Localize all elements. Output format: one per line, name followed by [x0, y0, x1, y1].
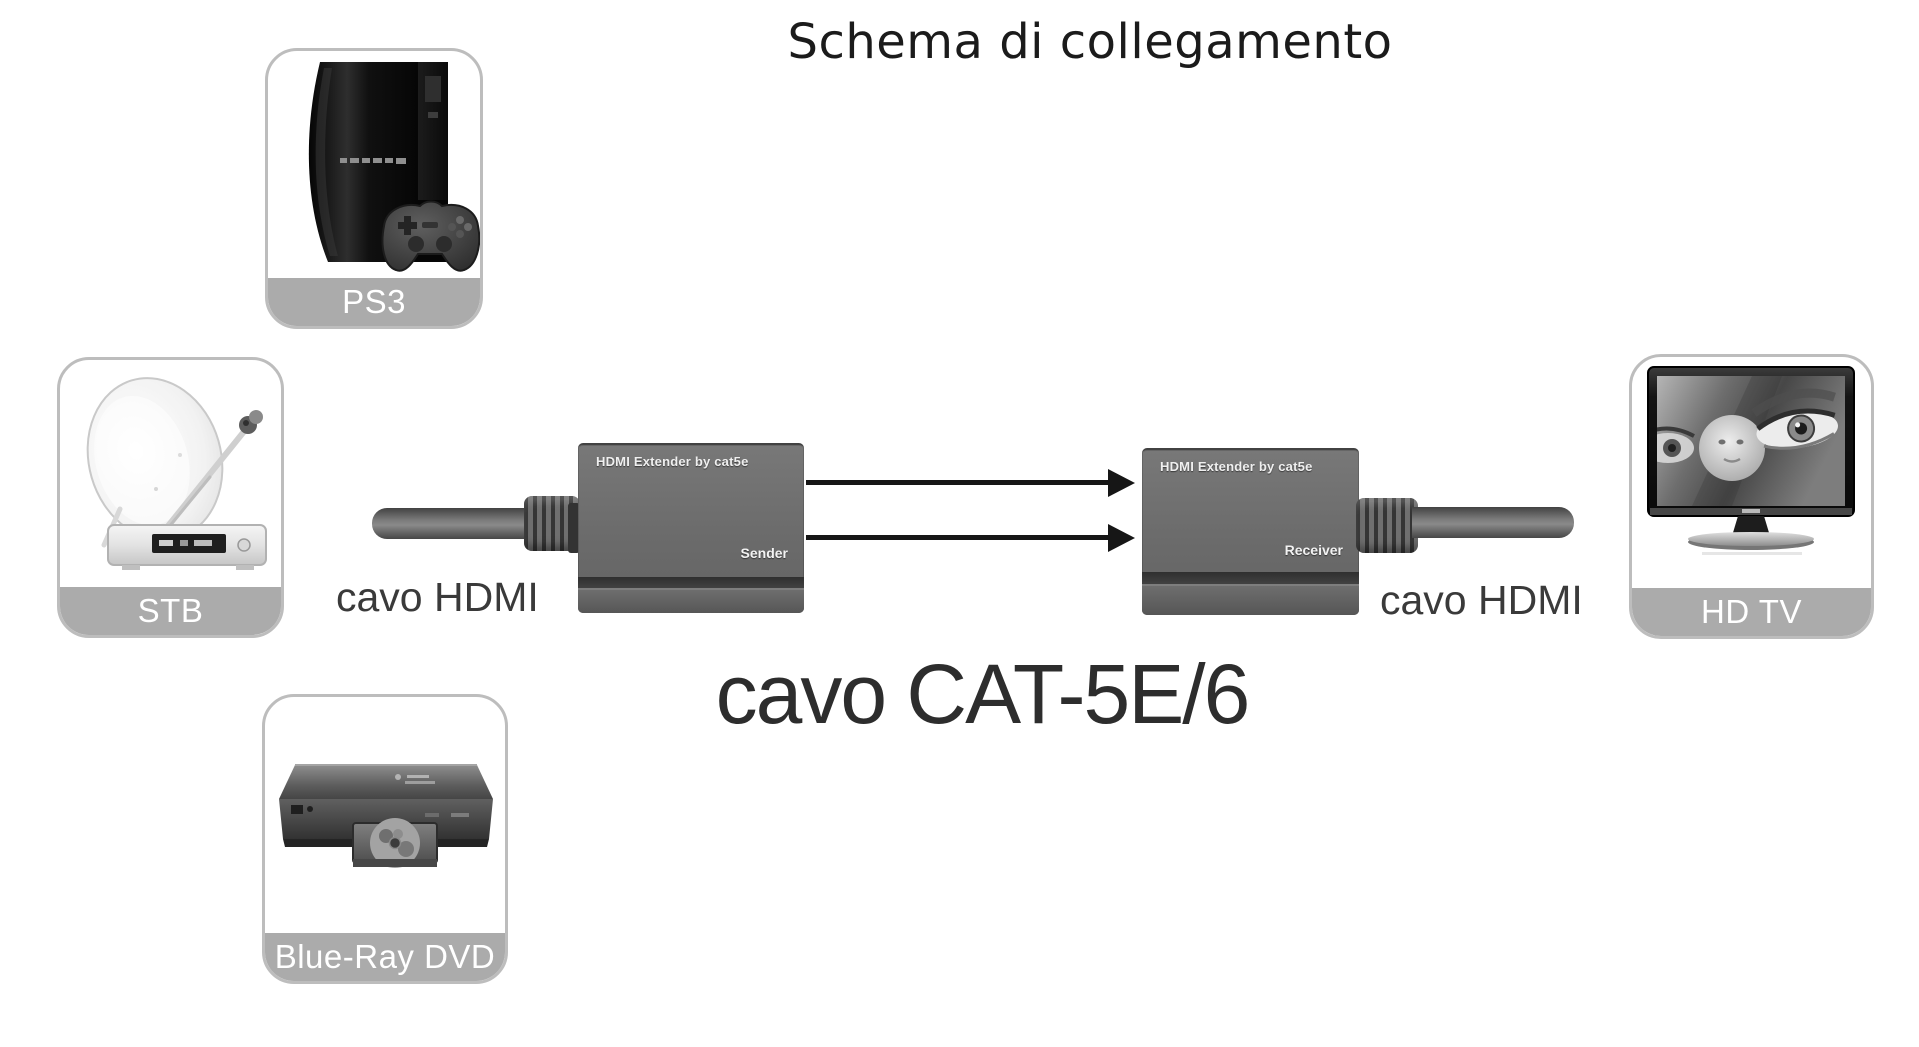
device-card-bluray: Blue-Ray DVD — [262, 694, 508, 984]
receiver-groove — [1142, 572, 1359, 586]
hdmi-cable-left — [372, 508, 530, 539]
device-card-ps3: PS3 — [265, 48, 483, 329]
device-card-stb: STB — [57, 357, 284, 638]
sender-model-label: HDMI Extender by cat5e — [596, 454, 749, 469]
sender-role-label: Sender — [740, 545, 788, 561]
receiver-extender-box: HDMI Extender by cat5e Receiver — [1142, 448, 1359, 615]
ps3-console-icon — [308, 61, 480, 272]
stb-label: STB — [60, 587, 281, 635]
hdmi-cable-right-strain-relief — [1356, 498, 1418, 553]
sender-extender-box: HDMI Extender by cat5e Sender — [578, 443, 804, 613]
bluray-label: Blue-Ray DVD — [265, 933, 505, 981]
device-card-hdtv: HD TV — [1629, 354, 1874, 639]
page-title: Schema di collegamento — [787, 14, 1393, 70]
receiver-model-label: HDMI Extender by cat5e — [1160, 459, 1313, 474]
hdmi-plug-sender — [568, 503, 580, 553]
receiver-role-label: Receiver — [1284, 542, 1343, 558]
satellite-dish-icon — [86, 376, 267, 570]
cat5-arrow-top-shaft — [806, 480, 1110, 485]
bluray-player-icon — [279, 764, 493, 868]
ps3-console-image — [268, 51, 480, 278]
cavo-cat5-label: cavo CAT-5E/6 — [715, 647, 1251, 741]
cavo-hdmi-right-label: cavo HDMI — [1380, 577, 1583, 623]
ps3-label: PS3 — [268, 278, 480, 326]
cavo-hdmi-left-label: cavo HDMI — [336, 574, 539, 620]
hdtv-image — [1632, 357, 1871, 588]
receiver-bottom-lip — [1142, 584, 1359, 615]
hdmi-cable-right — [1412, 507, 1574, 538]
cat5-arrow-bottom-shaft — [806, 535, 1110, 540]
hdtv-label: HD TV — [1632, 588, 1871, 636]
bluray-player-image — [265, 697, 505, 933]
sender-bottom-lip — [578, 588, 804, 613]
sender-groove — [578, 577, 804, 590]
cat5-arrow-top-head — [1108, 469, 1135, 497]
hdtv-icon — [1647, 365, 1855, 555]
cat5-arrow-bottom-head — [1108, 524, 1135, 552]
stb-satellite-image — [60, 360, 281, 587]
